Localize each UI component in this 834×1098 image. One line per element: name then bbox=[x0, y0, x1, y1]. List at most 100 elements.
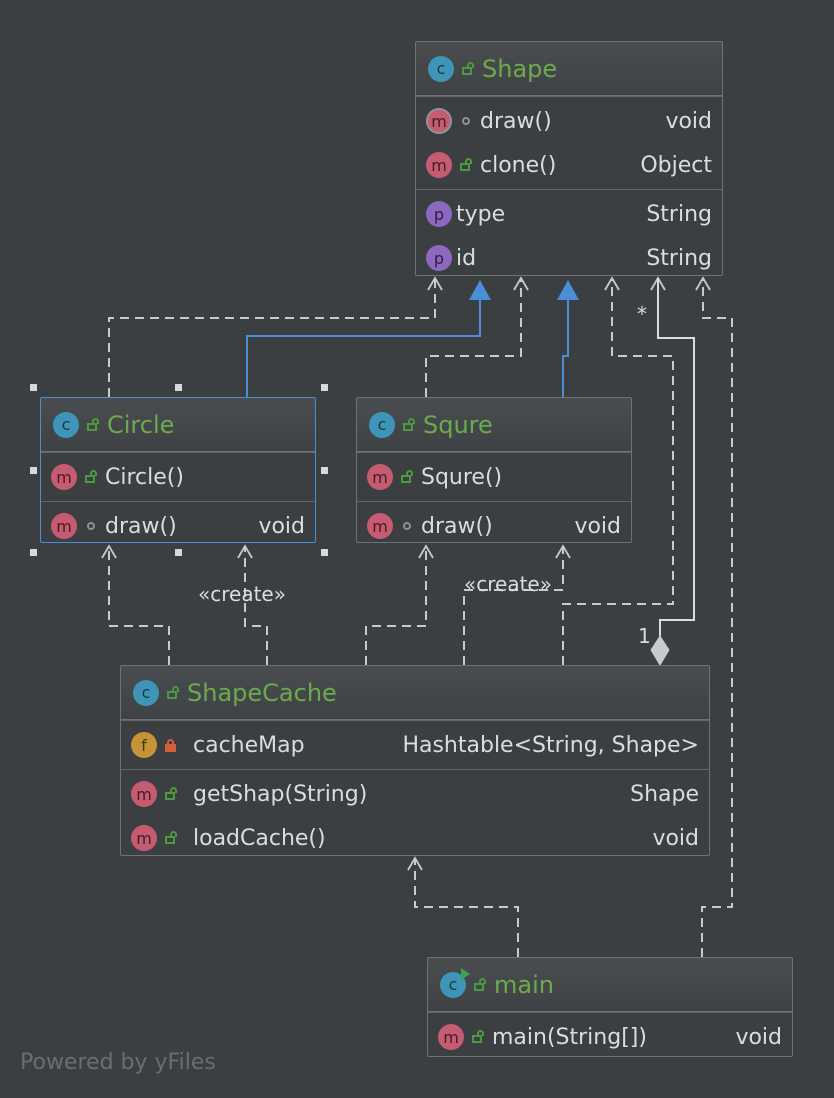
package-visibility-icon bbox=[83, 518, 99, 534]
methods-section: m getShap(String) Shape m loadCache() vo… bbox=[121, 769, 709, 855]
resize-handle[interactable] bbox=[175, 384, 182, 391]
method-name: draw() bbox=[105, 513, 177, 539]
field-icon: f bbox=[131, 732, 157, 758]
arrowhead bbox=[418, 544, 434, 559]
class-main[interactable]: c main m main(String[]) void bbox=[427, 957, 793, 1057]
dep-cache-shape bbox=[562, 278, 674, 665]
method-icon: m bbox=[367, 513, 393, 539]
dep-cache-squre-1 bbox=[365, 546, 427, 665]
class-shapecache[interactable]: c ShapeCache f cacheMap Hashtable<String… bbox=[120, 665, 710, 856]
class-header: c Circle bbox=[41, 398, 315, 452]
method-name: draw() bbox=[480, 108, 552, 134]
method-type: void bbox=[258, 513, 305, 539]
resize-handle[interactable] bbox=[175, 549, 182, 556]
property-row[interactable]: p id String bbox=[416, 236, 722, 275]
method-row[interactable]: m draw() void bbox=[357, 504, 631, 542]
resize-handle[interactable] bbox=[321, 384, 328, 391]
method-icon: m bbox=[51, 513, 77, 539]
dep-main-cache bbox=[414, 858, 519, 957]
public-icon bbox=[458, 157, 474, 173]
class-header: c Squre bbox=[357, 398, 631, 452]
class-squre[interactable]: c Squre m Squre() m draw() void bbox=[356, 397, 632, 543]
public-icon bbox=[460, 61, 476, 77]
methods-section: m main(String[]) void bbox=[428, 1012, 792, 1056]
resize-handle[interactable] bbox=[30, 467, 37, 474]
method-row[interactable]: m clone() Object bbox=[416, 143, 722, 187]
inherit-arrowhead bbox=[557, 280, 579, 300]
class-name: Shape bbox=[482, 54, 558, 83]
method-icon: m bbox=[131, 781, 157, 807]
dep-squre-shape bbox=[425, 278, 522, 397]
method-type: Object bbox=[640, 152, 712, 178]
method-type: void bbox=[652, 825, 699, 851]
method-type: void bbox=[665, 108, 712, 134]
method-name: draw() bbox=[421, 513, 493, 539]
constructors-section: m Squre() bbox=[357, 452, 631, 501]
method-icon: m bbox=[51, 464, 77, 490]
public-icon bbox=[401, 417, 417, 433]
inherit-arrowhead bbox=[469, 280, 491, 300]
property-type: String bbox=[646, 245, 712, 271]
multiplicity-label: * bbox=[637, 302, 647, 326]
method-icon: m bbox=[426, 108, 452, 134]
method-type: void bbox=[735, 1024, 782, 1050]
create-label: «create» bbox=[198, 582, 286, 606]
fields-section: f cacheMap Hashtable<String, Shape> bbox=[121, 720, 709, 769]
property-icon: p bbox=[426, 245, 452, 271]
field-name: cacheMap bbox=[193, 732, 305, 758]
property-name: type bbox=[456, 201, 506, 227]
resize-handle[interactable] bbox=[321, 467, 328, 474]
method-row[interactable]: m main(String[]) void bbox=[428, 1015, 792, 1056]
class-shape[interactable]: c Shape m draw() void m clone() Object p… bbox=[415, 41, 723, 276]
method-icon: m bbox=[426, 152, 452, 178]
arrowhead bbox=[407, 856, 423, 871]
package-visibility-icon bbox=[458, 113, 474, 129]
property-row[interactable]: p type String bbox=[416, 192, 722, 236]
class-header: c Shape bbox=[416, 42, 722, 96]
public-icon bbox=[399, 469, 415, 485]
properties-section: p type String p id String bbox=[416, 189, 722, 275]
multiplicity-label: 1 bbox=[638, 624, 651, 648]
field-row[interactable]: f cacheMap Hashtable<String, Shape> bbox=[121, 723, 709, 767]
class-name: Squre bbox=[423, 410, 493, 439]
resize-handle[interactable] bbox=[30, 549, 37, 556]
method-row[interactable]: m loadCache() void bbox=[121, 816, 709, 855]
class-icon: c bbox=[369, 411, 395, 438]
runnable-class-icon: c bbox=[440, 967, 470, 998]
public-icon bbox=[165, 685, 181, 701]
class-name: ShapeCache bbox=[187, 678, 337, 707]
method-row[interactable]: m draw() void bbox=[41, 504, 315, 542]
inherit-circle-shape bbox=[246, 300, 481, 397]
resize-handle[interactable] bbox=[30, 384, 37, 391]
arrowhead bbox=[513, 276, 529, 291]
dep-cache-circle-1 bbox=[108, 546, 170, 665]
public-icon bbox=[85, 417, 101, 433]
arrowhead bbox=[427, 276, 443, 291]
public-icon bbox=[472, 977, 488, 993]
aggregation-diamond bbox=[650, 635, 670, 666]
class-circle[interactable]: c Circle m Circle() m draw() void bbox=[40, 397, 316, 543]
method-name: clone() bbox=[480, 152, 557, 178]
class-icon: c bbox=[53, 411, 79, 438]
methods-section: m draw() void bbox=[41, 501, 315, 542]
method-row[interactable]: m Squre() bbox=[357, 455, 631, 499]
class-icon: c bbox=[428, 55, 454, 82]
class-header: c ShapeCache bbox=[121, 666, 709, 720]
arrowhead bbox=[237, 544, 253, 559]
footer-credit: Powered by yFiles bbox=[20, 1050, 216, 1075]
method-icon: m bbox=[438, 1024, 464, 1050]
class-icon: c bbox=[133, 679, 159, 706]
method-name: loadCache() bbox=[193, 825, 326, 851]
method-row[interactable]: m getShap(String) Shape bbox=[121, 772, 709, 816]
dep-circle-shape bbox=[108, 278, 436, 397]
arrowhead bbox=[695, 276, 711, 291]
method-type: Shape bbox=[630, 781, 699, 807]
method-row[interactable]: m draw() void bbox=[416, 99, 722, 143]
inherit-squre-shape bbox=[562, 300, 569, 397]
method-icon: m bbox=[131, 825, 157, 851]
field-type: Hashtable<String, Shape> bbox=[402, 732, 699, 758]
method-type: void bbox=[574, 513, 621, 539]
public-icon bbox=[83, 469, 99, 485]
method-row[interactable]: m Circle() bbox=[41, 455, 315, 499]
resize-handle[interactable] bbox=[321, 549, 328, 556]
